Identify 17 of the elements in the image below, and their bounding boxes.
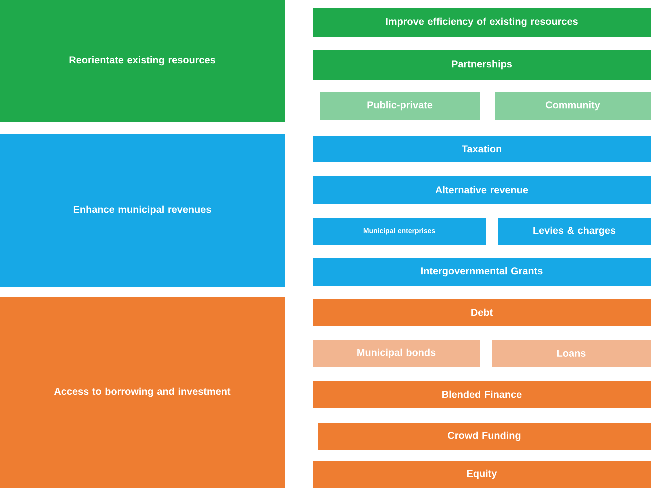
category-box: Reorientate existing resources [0,0,285,122]
option-bar: Improve efficiency of existing resources [313,8,651,37]
option-bar: Partnerships [313,50,651,80]
option-bar: Equity [313,461,651,488]
sub-option-bar: Levies & charges [498,218,651,245]
category-box: Access to borrowing and investment [0,297,285,488]
sub-option-bar: Municipal bonds [313,340,480,367]
option-bar: Debt [313,299,651,326]
option-bar: Crowd Funding [318,423,651,450]
option-bar: Blended Finance [313,381,651,408]
option-bar: Intergovernmental Grants [313,258,651,286]
sub-option-bar: Loans [492,340,651,367]
option-bar: Taxation [313,136,651,162]
option-bar: Alternative revenue [313,176,651,204]
category-box: Enhance municipal revenues [0,134,285,287]
sub-option-bar: Public-private [320,92,480,120]
sub-option-bar: Community [495,92,651,120]
